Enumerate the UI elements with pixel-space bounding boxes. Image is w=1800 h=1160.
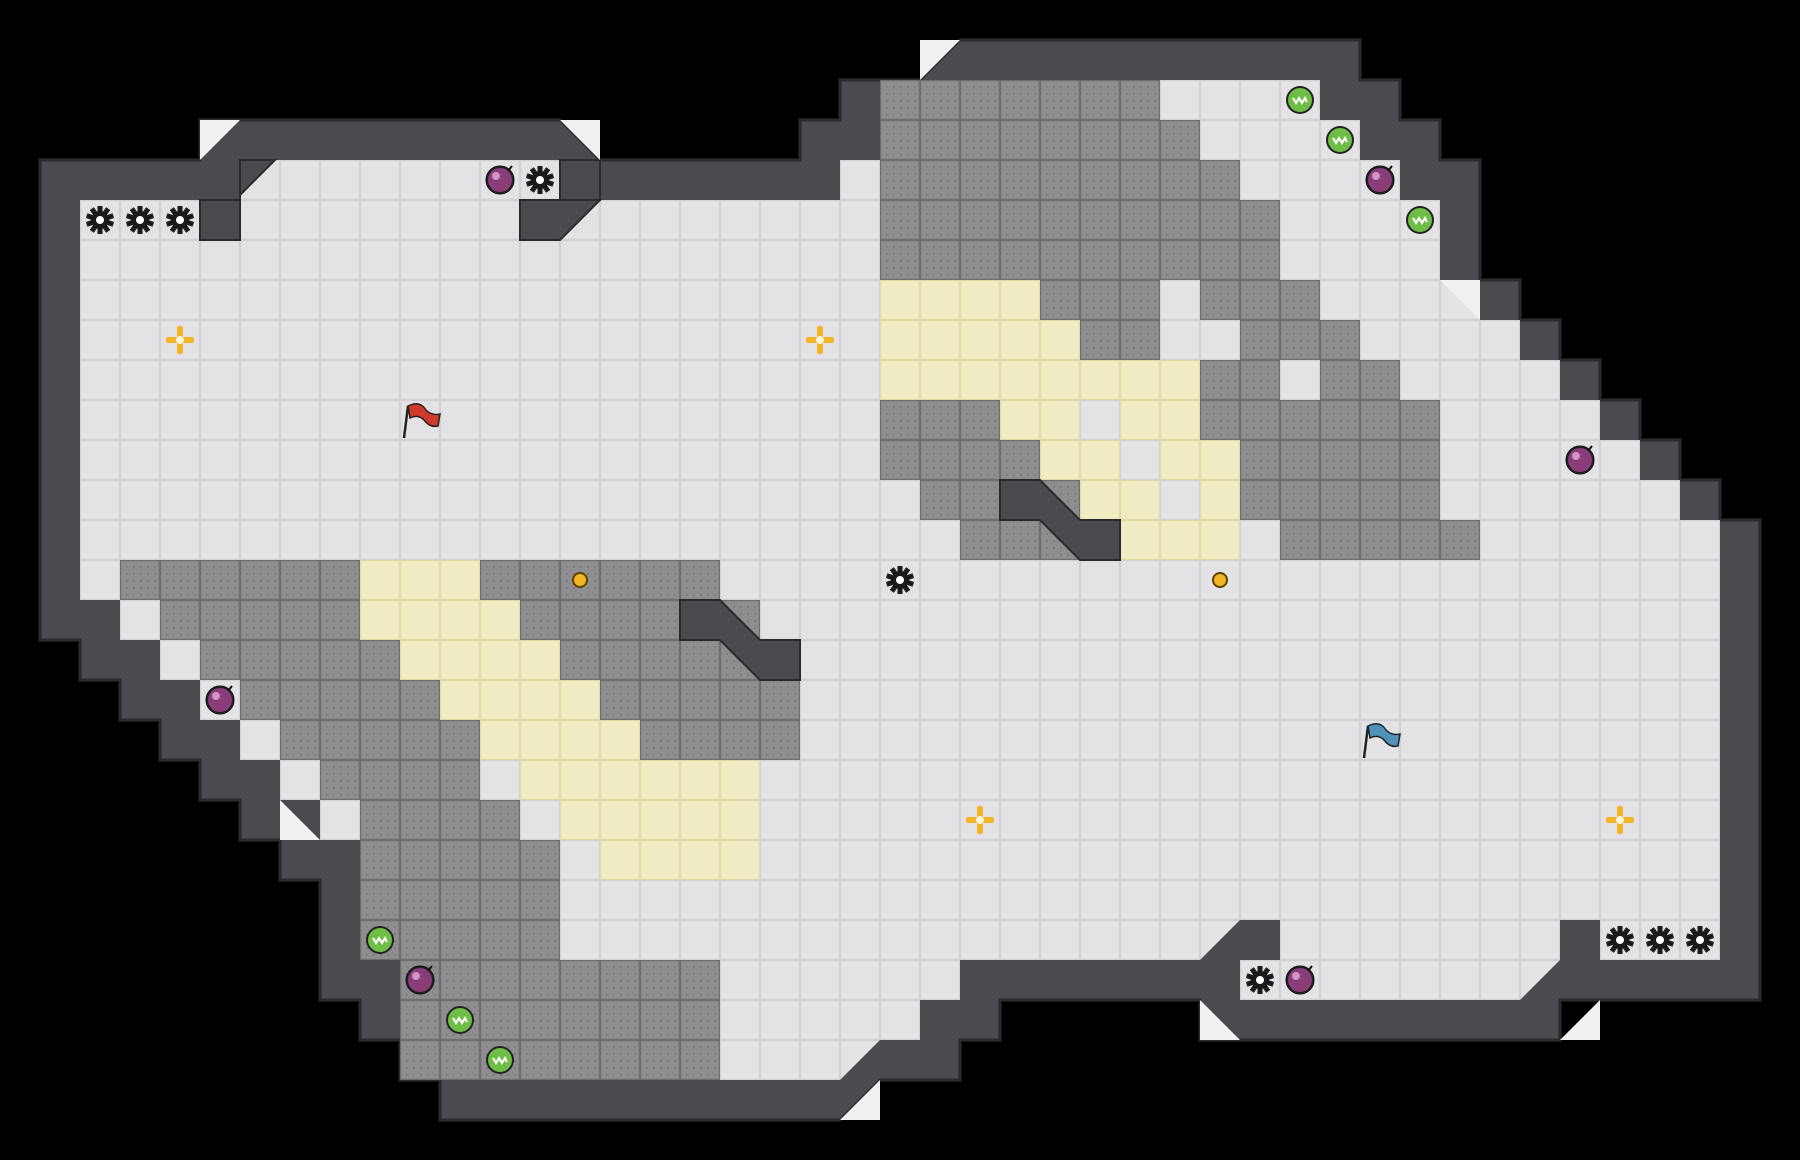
corner-notch-6 xyxy=(1560,1000,1600,1040)
boost-pad-icon xyxy=(806,326,834,354)
corner-notch-8 xyxy=(280,800,320,840)
boost-pad-icon xyxy=(166,326,194,354)
corner-notch-1 xyxy=(200,120,240,160)
speed-orb-icon xyxy=(366,926,394,954)
bomb-icon xyxy=(485,165,515,195)
spike-mine-icon xyxy=(525,166,555,194)
speed-orb-icon xyxy=(1326,126,1354,154)
bomb-icon xyxy=(405,965,435,995)
highlight-zone-sw xyxy=(360,560,760,880)
spike-mine-icon xyxy=(1245,966,1275,994)
speed-orb-icon xyxy=(1286,86,1314,114)
red-team-flag-icon xyxy=(402,403,441,439)
highlight-zone-ne xyxy=(880,280,1240,560)
neutral-dot-icon xyxy=(572,572,588,588)
spike-mine-icon xyxy=(85,206,115,234)
corner-notch-3 xyxy=(920,40,960,80)
inner-wall-ne xyxy=(999,479,1121,561)
bomb-icon xyxy=(205,685,235,715)
corner-notch-2 xyxy=(560,120,600,160)
spike-mine-icon xyxy=(165,206,195,234)
speed-orb-icon xyxy=(1406,206,1434,234)
boost-pad-icon xyxy=(966,806,994,834)
inner-wall-sw xyxy=(679,599,801,681)
bomb-icon xyxy=(1565,445,1595,475)
corner-notch-7 xyxy=(1440,280,1480,320)
spike-mine-icon xyxy=(885,566,915,594)
neutral-dot-icon xyxy=(1212,572,1228,588)
spike-mine-icon xyxy=(125,206,155,234)
wall-stub-top xyxy=(519,159,603,241)
boost-pad-icon xyxy=(1606,806,1634,834)
spike-mine-icon xyxy=(1685,926,1715,954)
wall-stub-left xyxy=(199,159,278,241)
speed-orb-icon xyxy=(486,1046,514,1074)
bomb-icon xyxy=(1285,965,1315,995)
corner-notch-5 xyxy=(1200,1000,1240,1040)
blue-team-flag-icon xyxy=(1362,723,1401,759)
corner-notch-4 xyxy=(840,1080,880,1120)
spike-mine-icon xyxy=(1645,926,1675,954)
speed-orb-icon xyxy=(446,1006,474,1034)
bomb-icon xyxy=(1365,165,1395,195)
spike-mine-icon xyxy=(1605,926,1635,954)
